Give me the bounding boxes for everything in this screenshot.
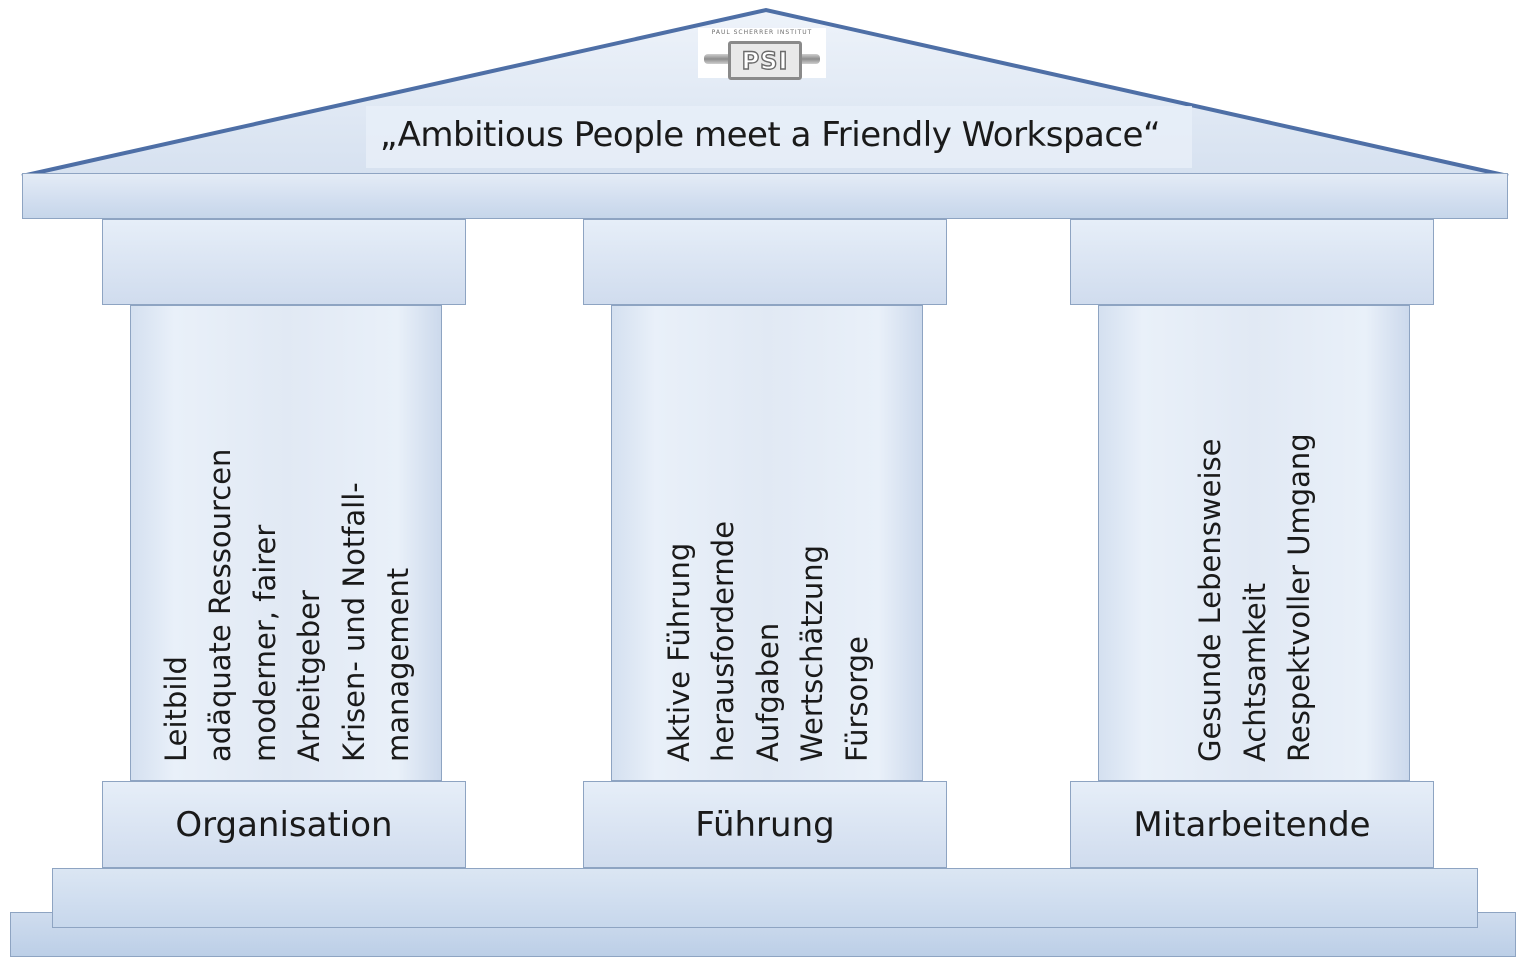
- pillar-item: Krisen- und Notfall-: [336, 482, 371, 762]
- pillar-organisation-capital: [102, 219, 466, 305]
- logo-mark: PSI: [728, 41, 802, 80]
- pillar-item: adäquate Ressourcen: [203, 448, 237, 762]
- pillar-item: Respektvoller Umgang: [1282, 433, 1317, 762]
- pillar-fuehrung-shaft: Aktive Führung herausfordernde Aufgaben …: [611, 305, 923, 781]
- pillar-mitarbeitende-shaft: Gesunde Lebensweise Achtsamkeit Respektv…: [1098, 305, 1410, 781]
- pillar-item: Aufgaben: [750, 622, 785, 762]
- logo-top-text: PAUL SCHERRER INSTITUT: [711, 29, 813, 36]
- pillar-fuehrung-label: Führung: [583, 781, 947, 868]
- roof-pediment: [21, 7, 1509, 178]
- roof-slogan: „Ambitious People meet a Friendly Worksp…: [379, 115, 1161, 155]
- pillar-fuehrung-items: Aktive Führung herausfordernde Aufgaben …: [612, 306, 924, 782]
- pillar-item: Wertschätzung: [795, 544, 830, 762]
- pillar-item: Aktive Führung: [661, 542, 696, 762]
- pillar-item: moderner, fairer: [247, 524, 282, 762]
- pillar-item: management: [381, 567, 415, 762]
- pillar-organisation-label: Organisation: [102, 781, 466, 868]
- pillar-mitarbeitende-items: Gesunde Lebensweise Achtsamkeit Respektv…: [1099, 306, 1411, 782]
- pillar-item: Leitbild: [158, 656, 193, 762]
- pillar-item: Fürsorge: [839, 636, 874, 762]
- pillar-organisation-items: Leitbild adäquate Ressourcen moderner, f…: [131, 306, 443, 782]
- foundation-step: [52, 868, 1478, 928]
- pillar-mitarbeitende-capital: [1070, 219, 1434, 305]
- pillar-organisation-shaft: Leitbild adäquate Ressourcen moderner, f…: [130, 305, 442, 781]
- pillar-item: Achtsamkeit: [1237, 582, 1272, 762]
- pillar-fuehrung-capital: [583, 219, 947, 305]
- pillar-item: herausfordernde: [706, 520, 741, 762]
- psi-logo: PAUL SCHERRER INSTITUT PSI: [698, 28, 826, 80]
- pillar-item: Gesunde Lebensweise: [1193, 438, 1228, 762]
- pillar-item: Arbeitgeber: [292, 590, 326, 762]
- architrave-beam: [22, 173, 1508, 219]
- pillar-mitarbeitende-label: Mitarbeitende: [1070, 781, 1434, 868]
